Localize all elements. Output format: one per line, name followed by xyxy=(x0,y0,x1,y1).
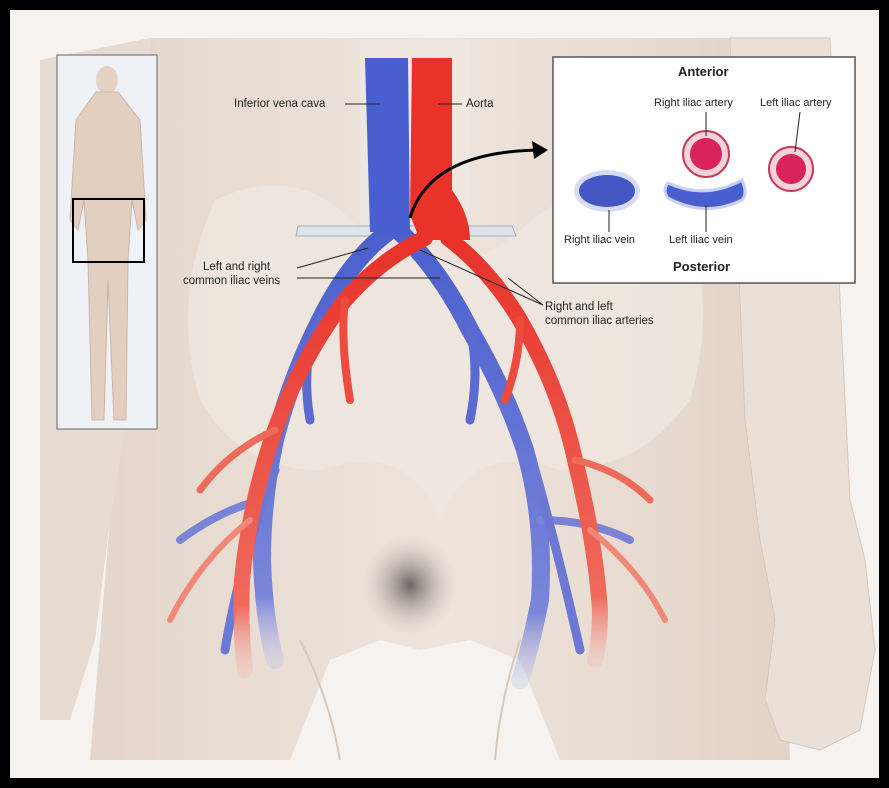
inferior-vena-cava xyxy=(365,58,410,232)
inset-left-iliac-vein-label: Left iliac vein xyxy=(669,234,733,246)
label-iliac-veins-line1: Left and right xyxy=(203,260,270,274)
inset-anterior-label: Anterior xyxy=(678,64,729,79)
label-iliac-arteries-line2: common iliac arteries xyxy=(545,314,654,328)
body-location-thumbnail xyxy=(57,55,157,429)
inset-left-iliac-artery-label: Left iliac artery xyxy=(760,97,832,109)
label-iliac-veins-line2: common iliac veins xyxy=(183,274,280,288)
inset-posterior-label: Posterior xyxy=(673,259,730,274)
label-inferior-vena-cava: Inferior vena cava xyxy=(234,97,325,111)
cross-section-inset xyxy=(553,57,855,283)
label-iliac-arteries-line1: Right and left xyxy=(545,300,613,314)
label-aorta: Aorta xyxy=(466,97,494,111)
inset-right-iliac-vein-label: Right iliac vein xyxy=(564,234,635,246)
inset-right-iliac-artery-label: Right iliac artery xyxy=(654,97,733,109)
